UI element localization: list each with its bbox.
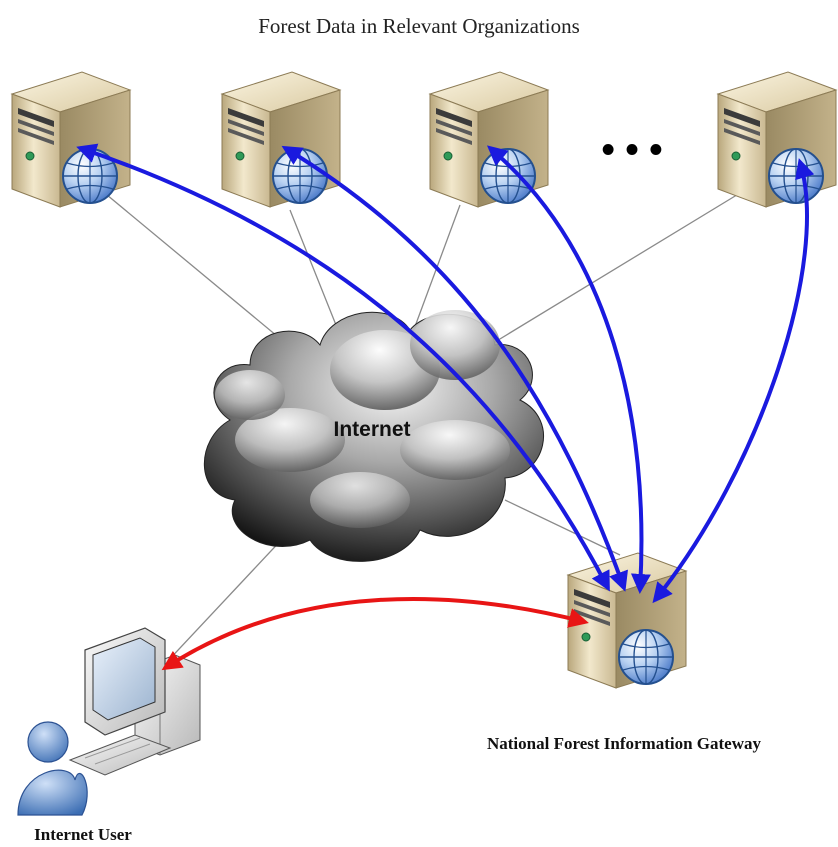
link-gateway-org4 — [652, 158, 815, 604]
link-gateway-org3 — [486, 145, 651, 594]
gateway-server — [567, 552, 687, 689]
gateway-label: National Forest Information Gateway — [487, 734, 762, 753]
cloud-puff-5 — [310, 472, 410, 528]
server-ellipsis: • • • — [601, 129, 662, 171]
monitor-screen — [92, 637, 156, 721]
internet-user-workstation — [17, 627, 201, 816]
cloud-puff-4 — [400, 420, 510, 480]
cloud-puff-6 — [215, 370, 285, 420]
diagram-title: Forest Data in Relevant Organizations — [258, 14, 580, 38]
org-server-4 — [717, 71, 837, 208]
link-user-gateway — [161, 596, 589, 671]
internet-label: Internet — [333, 418, 410, 441]
org-server-2 — [221, 71, 341, 208]
internet-user-label: Internet User — [34, 825, 132, 844]
user-icon — [17, 721, 88, 816]
gateway-links — [76, 143, 815, 604]
wire-org4-cloud — [489, 189, 746, 346]
org-server-1 — [11, 71, 131, 208]
